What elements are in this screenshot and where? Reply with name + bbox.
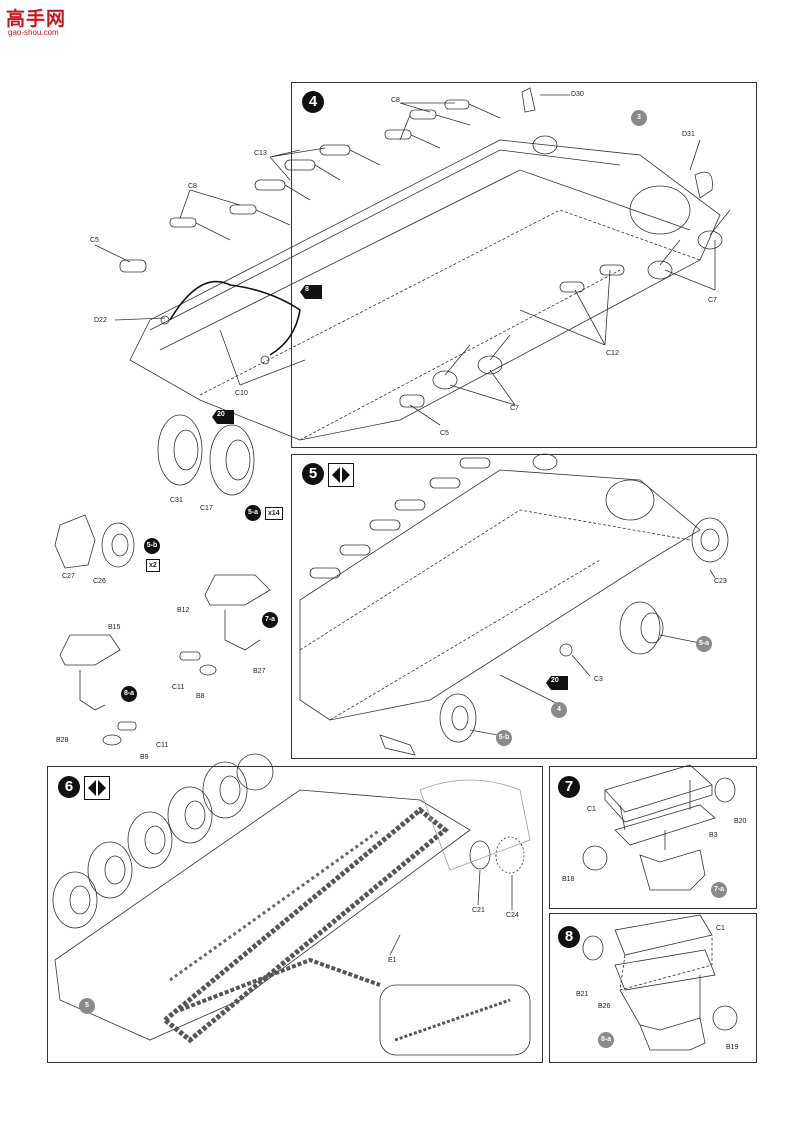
part-label: C11 [156,742,169,749]
part-label: C8 [391,97,400,104]
site-logo: 高手网 gao-shou.com [6,4,76,40]
part-label: C24 [506,912,519,919]
part-label: C1 [716,925,725,932]
part-label: E1 [388,957,397,964]
ref-step-4: 4 [551,702,567,718]
step-6-number: 6 [58,776,80,798]
part-label: B20 [734,818,747,825]
quantity-badge: x2 [146,559,160,572]
logo-url: gao-shou.com [8,28,59,37]
step-8-panel [549,913,757,1063]
ref-step-5a: 5-a [696,636,712,652]
ref-step-3: 3 [631,110,647,126]
sub-step-5b: 5-b [144,538,160,554]
ref-step-7a: 7-a [711,882,727,898]
ref-flag-20: 20 [546,676,568,690]
part-label: D22 [94,317,107,324]
part-label: B19 [726,1044,739,1051]
step-5-panel [291,454,757,759]
step-8-number: 8 [558,926,580,948]
part-label: C21 [472,907,485,914]
part-label: B3 [709,832,718,839]
step-6-panel [47,766,543,1063]
step-4-number: 4 [302,91,324,113]
sub-step-5a: 5-a [245,505,261,521]
part-label: D31 [682,131,695,138]
part-label: B21 [576,991,589,998]
part-label: C13 [254,150,267,157]
logo-text: 高手网 [6,8,67,30]
part-label: C5 [90,237,99,244]
part-label: B28 [56,737,69,744]
step-7-number: 7 [558,776,580,798]
ref-step-8a: 8-a [598,1032,614,1048]
part-label: D30 [571,91,584,98]
part-label: C23 [714,578,727,585]
part-label: B27 [253,668,266,675]
part-label: C1 [587,806,596,813]
part-label: B12 [177,607,190,614]
part-label: C27 [62,573,75,580]
part-label: C10 [235,390,248,397]
part-label: C11 [172,684,185,691]
ref-step-5: 5 [79,998,95,1014]
part-label: C26 [93,578,106,585]
part-label: B18 [562,876,575,883]
part-label: C12 [606,350,619,357]
ref-flag-20: 20 [212,410,234,424]
sub-step-7a: 7-a [262,612,278,628]
part-label: C7 [510,405,519,412]
sub-step-8a: 8-a [121,686,137,702]
ref-step-5b: 5-b [496,730,512,746]
quantity-badge: x14 [265,507,283,520]
part-label: C5 [440,430,449,437]
step-5-number: 5 [302,463,324,485]
ref-flag-8: 8 [300,285,322,299]
part-label: B26 [598,1003,611,1010]
direction-icon [84,776,110,800]
part-label: C8 [188,183,197,190]
part-label: C3 [594,676,603,683]
part-label: C7 [708,297,717,304]
part-label: B9 [140,754,149,761]
part-label: C17 [200,505,213,512]
part-label: B8 [196,693,205,700]
part-label: B15 [108,624,121,631]
direction-icon [328,463,354,487]
part-label: C31 [170,497,183,504]
